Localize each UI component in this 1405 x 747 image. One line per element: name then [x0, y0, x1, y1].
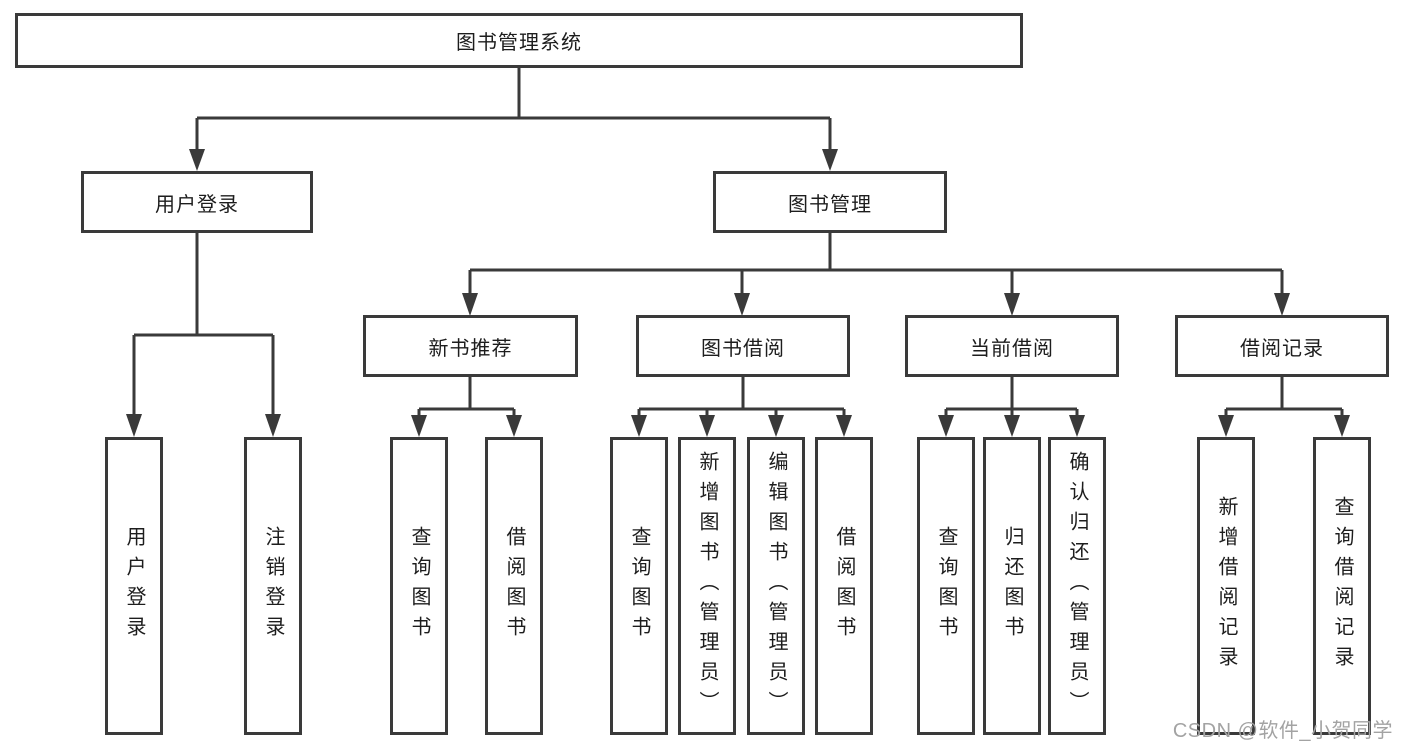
node-user-login: 用户登录 [81, 171, 313, 233]
leaf-add-borrow-record: 新增借阅记录 [1197, 437, 1255, 735]
leaf-return-books: 归还图书 [983, 437, 1041, 735]
node-user-login-label: 用户登录 [155, 193, 239, 216]
leaf-logout: 注销登录 [244, 437, 302, 735]
node-new-book-recommendation: 新书推荐 [363, 315, 578, 377]
node-borrowing-records: 借阅记录 [1175, 315, 1389, 377]
node-book-management: 图书管理 [713, 171, 947, 233]
leaf-add-books-admin-label: 新增图书（管理员） [696, 451, 718, 721]
csdn-watermark: CSDN @软件_小贺同学 [1172, 720, 1393, 742]
leaf-edit-books-admin-label: 编辑图书（管理员） [765, 451, 787, 721]
leaf-query-books-3: 查询图书 [917, 437, 975, 735]
node-new-book-recommendation-label: 新书推荐 [428, 337, 513, 360]
node-book-borrowing: 图书借阅 [636, 315, 850, 377]
leaf-logout-label: 注销登录 [262, 526, 284, 646]
leaf-query-books-2-label: 查询图书 [628, 526, 650, 646]
leaf-add-borrow-record-label: 新增借阅记录 [1215, 496, 1237, 676]
leaf-query-books-1: 查询图书 [390, 437, 448, 735]
leaf-borrow-books-1: 借阅图书 [485, 437, 543, 735]
leaf-confirm-return-admin-label: 确认归还（管理员） [1066, 451, 1088, 721]
node-root-label: 图书管理系统 [456, 32, 582, 54]
node-book-borrowing-label: 图书借阅 [701, 337, 785, 360]
arrowheads [126, 149, 1350, 437]
node-current-borrowing: 当前借阅 [905, 315, 1119, 377]
node-book-management-label: 图书管理 [788, 193, 872, 216]
leaf-query-borrow-record-label: 查询借阅记录 [1331, 496, 1353, 676]
leaf-borrow-books-2: 借阅图书 [815, 437, 873, 735]
leaf-query-books-1-label: 查询图书 [408, 526, 430, 646]
node-current-borrowing-label: 当前借阅 [970, 337, 1054, 360]
leaf-confirm-return-admin: 确认归还（管理员） [1048, 437, 1106, 735]
leaf-return-books-label: 归还图书 [1001, 526, 1023, 646]
node-borrowing-records-label: 借阅记录 [1240, 337, 1324, 360]
leaf-add-books-admin: 新增图书（管理员） [678, 437, 736, 735]
leaf-borrow-books-1-label: 借阅图书 [503, 526, 525, 646]
node-root-system: 图书管理系统 [15, 13, 1023, 68]
leaf-borrow-books-2-label: 借阅图书 [833, 526, 855, 646]
leaf-user-login-label: 用户登录 [123, 526, 145, 646]
leaf-edit-books-admin: 编辑图书（管理员） [747, 437, 805, 735]
leaf-query-borrow-record: 查询借阅记录 [1313, 437, 1371, 735]
leaf-query-books-2: 查询图书 [610, 437, 668, 735]
leaf-query-books-3-label: 查询图书 [935, 526, 957, 646]
leaf-user-login: 用户登录 [105, 437, 163, 735]
